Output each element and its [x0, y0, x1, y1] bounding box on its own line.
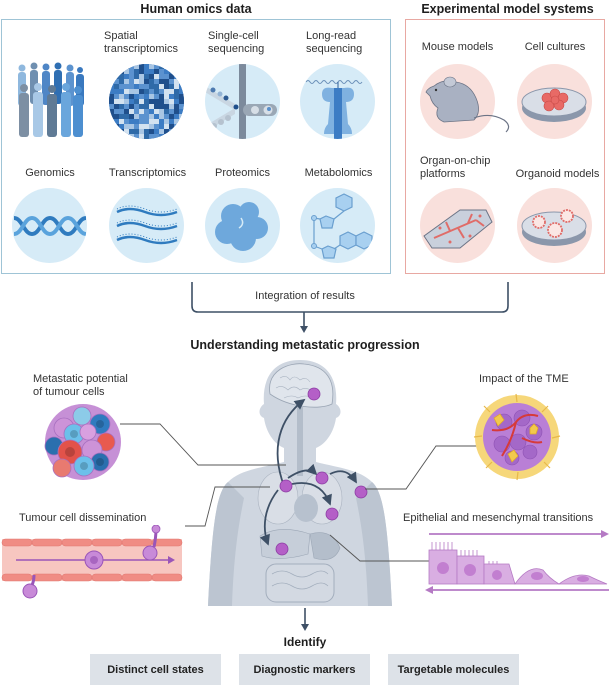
metastasis-arrow-brain	[276, 398, 306, 487]
integration-label: Integration of results	[255, 290, 355, 302]
models-label-cell-cultures: Cell cultures	[524, 41, 586, 53]
metastasis-arrow-gut	[259, 489, 279, 546]
models-label-mouse: Mouse models	[421, 41, 494, 53]
long-read-sequencing-icon	[300, 64, 375, 139]
petri-dish-cell-culture-icon	[517, 64, 592, 139]
models-panel	[405, 19, 605, 274]
chip-distinct-cell-states: Distinct cell states	[90, 654, 221, 685]
epithelial-mesenchymal-transition-icon	[425, 530, 610, 598]
omics-label-proteomics: Proteomics	[214, 167, 271, 179]
organoid-icon	[517, 188, 592, 263]
omics-label-long-read-sequencing: Long-read sequencing	[306, 30, 363, 55]
down-arrow-icon	[300, 326, 308, 333]
single-cell-sequencing-icon	[205, 64, 280, 139]
blood-vessel-dissemination-icon	[0, 525, 185, 600]
annotation-connectors	[120, 423, 480, 562]
mouse-icon	[420, 64, 510, 139]
omics-label-genomics: Genomics	[25, 167, 75, 179]
chip-targetable-molecules: Targetable molecules	[388, 654, 519, 685]
metastasis-cell-brain	[307, 387, 321, 401]
understanding-title: Understanding metastatic progression	[190, 338, 420, 352]
metastasis-arrow-lung	[287, 463, 318, 479]
dna-icon	[12, 188, 87, 263]
tumour-cell-cluster-icon	[42, 402, 124, 482]
metastasis-cell-lung	[315, 471, 329, 485]
metastasis-cell-bone	[354, 485, 368, 499]
metastasis-arrow-bone	[329, 470, 357, 484]
primary-tumour-cell	[279, 479, 293, 493]
integration-bracket	[191, 282, 509, 333]
identify-title: Identify	[283, 635, 327, 649]
metabolite-icon	[300, 188, 375, 263]
chip-diagnostic-markers: Diagnostic markers	[239, 654, 370, 685]
population-icon	[14, 60, 86, 140]
rna-icon	[109, 188, 184, 263]
organ-on-chip-icon	[420, 188, 495, 263]
models-label-organ-on-chip: Organ-on-chip platforms	[420, 155, 491, 180]
omics-panel	[1, 19, 391, 274]
spatial-transcriptomics-icon	[109, 64, 184, 139]
omics-label-metabolomics: Metabolomics	[304, 167, 373, 179]
omics-section-title: Human omics data	[140, 2, 252, 16]
annotation-emt: Epithelial and mesenchymal transitions	[403, 512, 594, 524]
identify-arrow	[301, 608, 309, 631]
human-body-illustration	[200, 358, 400, 606]
metastasis-cell-gut	[275, 542, 289, 556]
models-label-organoid: Organoid models	[515, 168, 600, 180]
tumour-microenvironment-icon	[472, 392, 562, 482]
models-section-title: Experimental model systems	[421, 2, 594, 16]
annotation-metastatic-potential: Metastatic potential of tumour cells	[33, 373, 128, 398]
omics-label-transcriptomics: Transcriptomics	[108, 167, 187, 179]
metastasis-cell-liver	[325, 507, 339, 521]
annotation-tme: Impact of the TME	[479, 373, 569, 385]
omics-label-single-cell-sequencing: Single-cell sequencing	[208, 30, 265, 55]
omics-label-spatial-transcriptomics: Spatial transcriptomics	[104, 30, 178, 55]
annotation-dissemination: Tumour cell dissemination	[19, 512, 147, 524]
protein-icon	[205, 188, 280, 263]
metastasis-arrow-liver	[291, 482, 332, 506]
